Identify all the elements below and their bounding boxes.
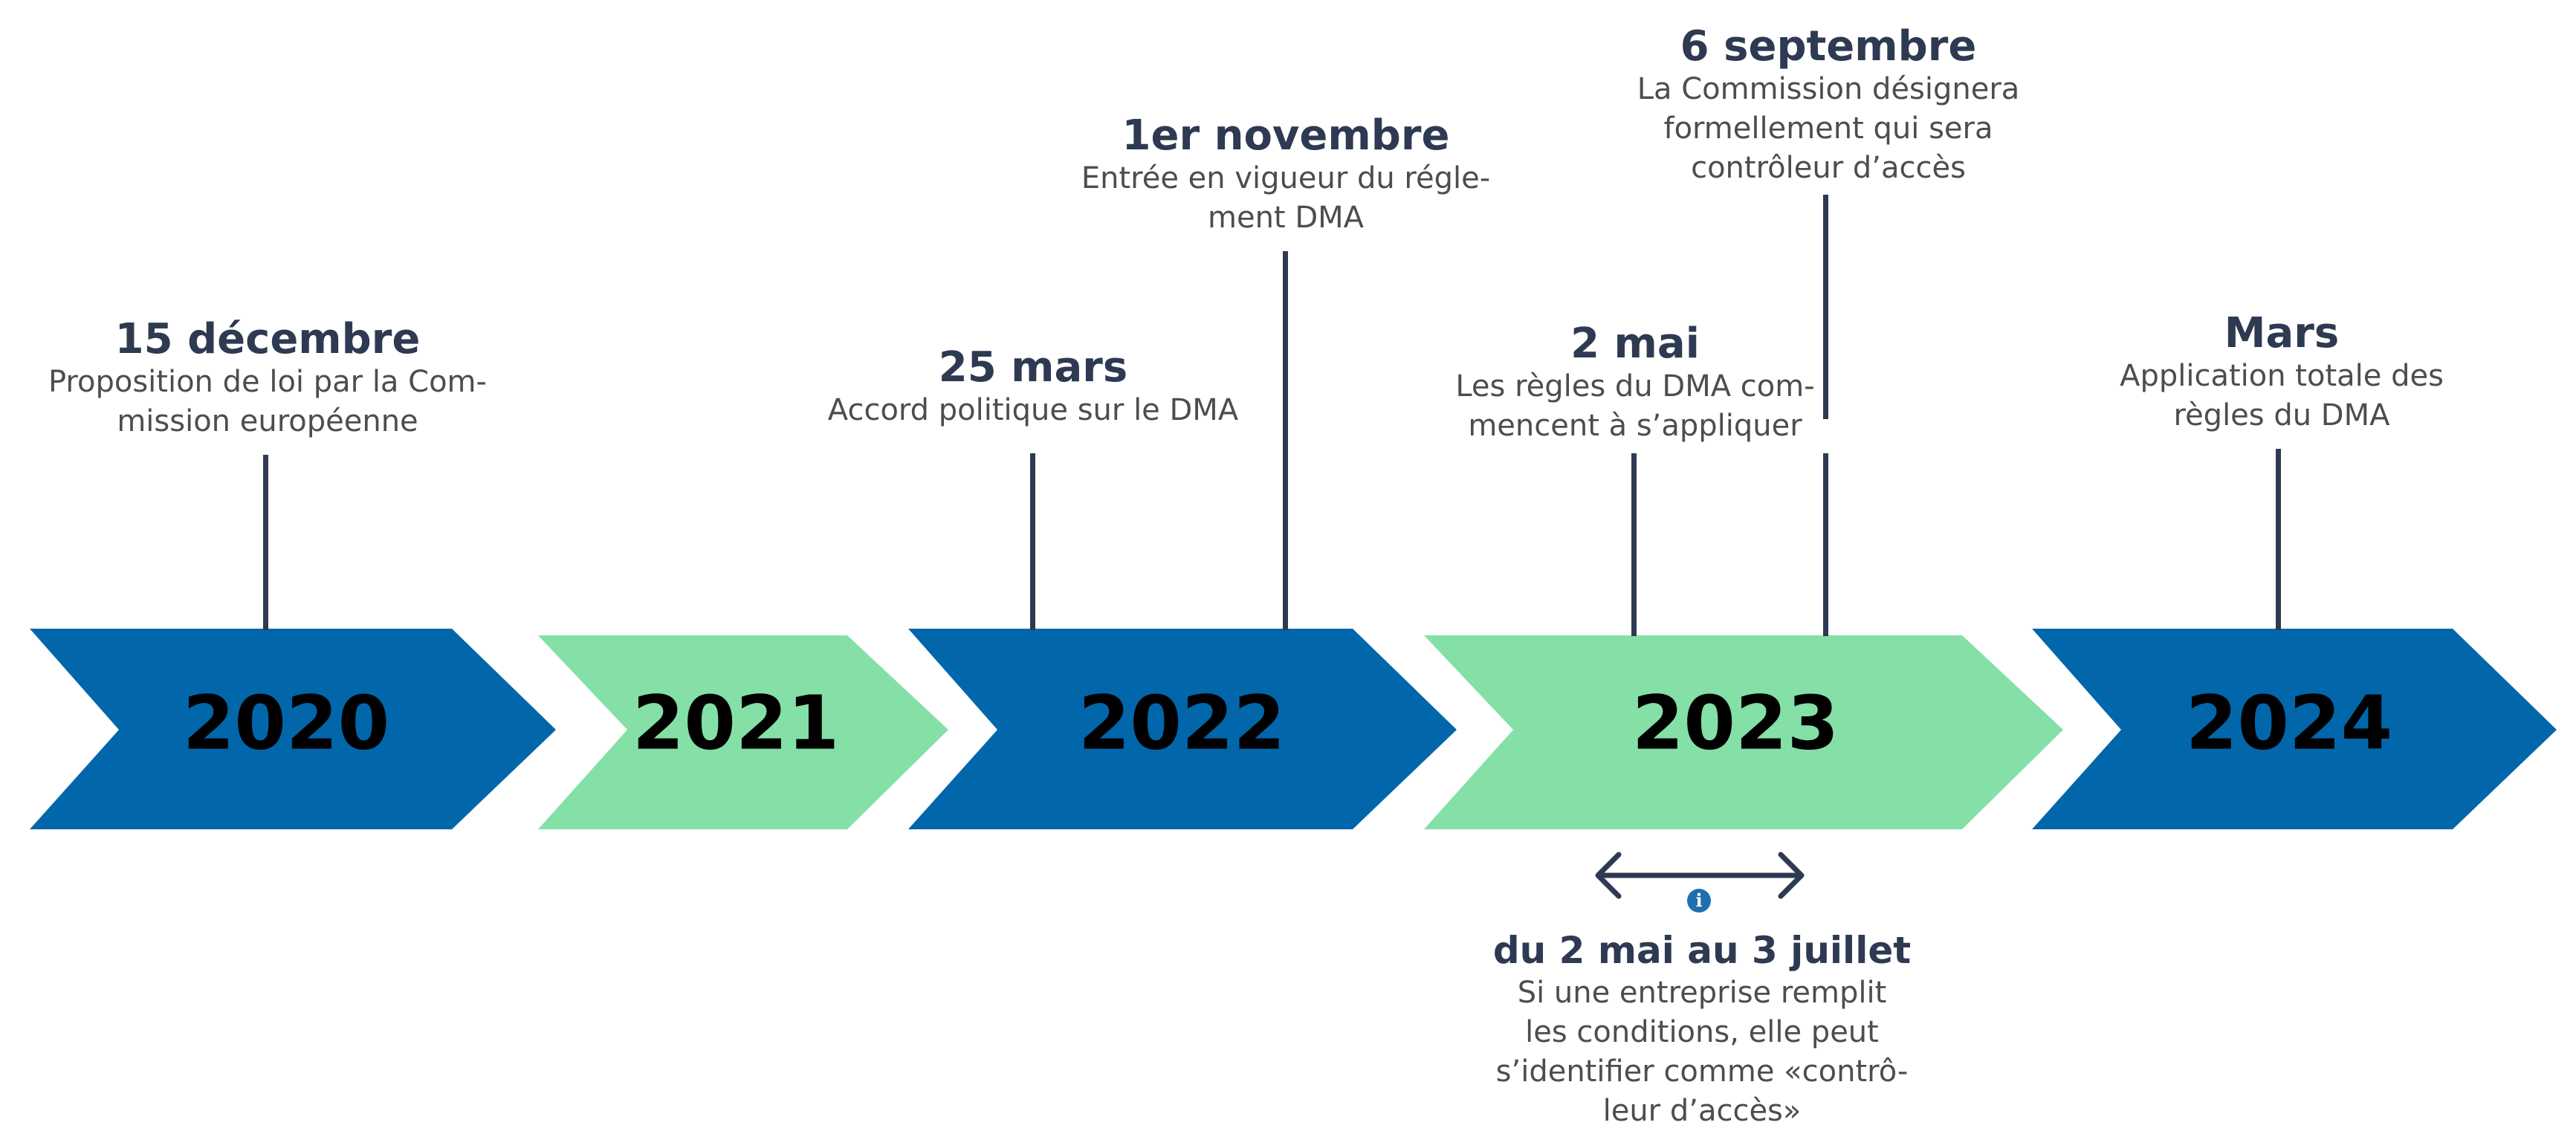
year-label-2024: 2024 [2186,679,2392,766]
event-date: Mars [2224,309,2340,357]
event-date: 2 mai [1570,320,1700,368]
period-description: Si une entreprise remplit les conditions… [1495,976,1909,1128]
year-arrow-2021 [538,635,948,829]
year-label-2021: 2021 [632,679,839,766]
year-arrow-2022 [908,629,1457,829]
event-stem-mars [2276,449,2281,630]
event-description: Proposition de loi par la Com- mission e… [48,365,487,438]
event-stem-6-septembre-lower [1823,453,1828,636]
event-15-decembre: 15 décembre Proposition de loi par la Co… [7,317,528,441]
year-label-2022: 2022 [1078,679,1285,766]
event-stem-1er-novembre [1283,251,1288,630]
year-label-2023: 2023 [1632,679,1839,766]
event-6-septembre: 6 septembre La Commission désignera form… [1576,24,2081,188]
event-period-2-mai-3-juillet: du 2 mai au 3 juillet Si une entreprise … [1434,927,1970,1131]
event-stem-2-mai [1631,453,1637,636]
event-date: 15 décembre [114,315,421,363]
event-2-mai: 2 mai Les règles du DMA com- mencent à s… [1405,321,1865,446]
event-mars: Mars Application totale des règles du DM… [2059,311,2505,435]
event-date: 1er novembre [1122,111,1450,160]
year-arrow-2024 [2032,629,2557,829]
period-double-arrow [1595,852,1805,899]
event-description: Entrée en vigueur du régle- ment DMA [1081,161,1491,235]
event-25-mars: 25 mars Accord politique sur le DMA [780,345,1286,430]
event-description: Accord politique sur le DMA [827,393,1239,427]
event-stem-6-septembre-upper [1823,195,1828,419]
event-stem-15-decembre [263,455,268,630]
period-date: du 2 mai au 3 juillet [1492,929,1912,972]
event-date: 6 septembre [1680,22,1977,71]
event-stem-25-mars [1030,453,1035,630]
event-description: Application totale des règles du DMA [2120,359,2444,432]
info-icon[interactable]: i [1687,889,1711,913]
event-description: Les règles du DMA com- mencent à s’appli… [1455,369,1815,443]
event-date: 25 mars [938,343,1128,392]
event-description: La Commission désignera formellement qui… [1637,72,2020,185]
year-arrow-2020 [30,629,556,829]
year-arrow-2023 [1424,635,2063,829]
year-label-2020: 2020 [183,679,389,766]
event-1er-novembre: 1er novembre Entrée en vigueur du régle-… [1033,113,1538,238]
